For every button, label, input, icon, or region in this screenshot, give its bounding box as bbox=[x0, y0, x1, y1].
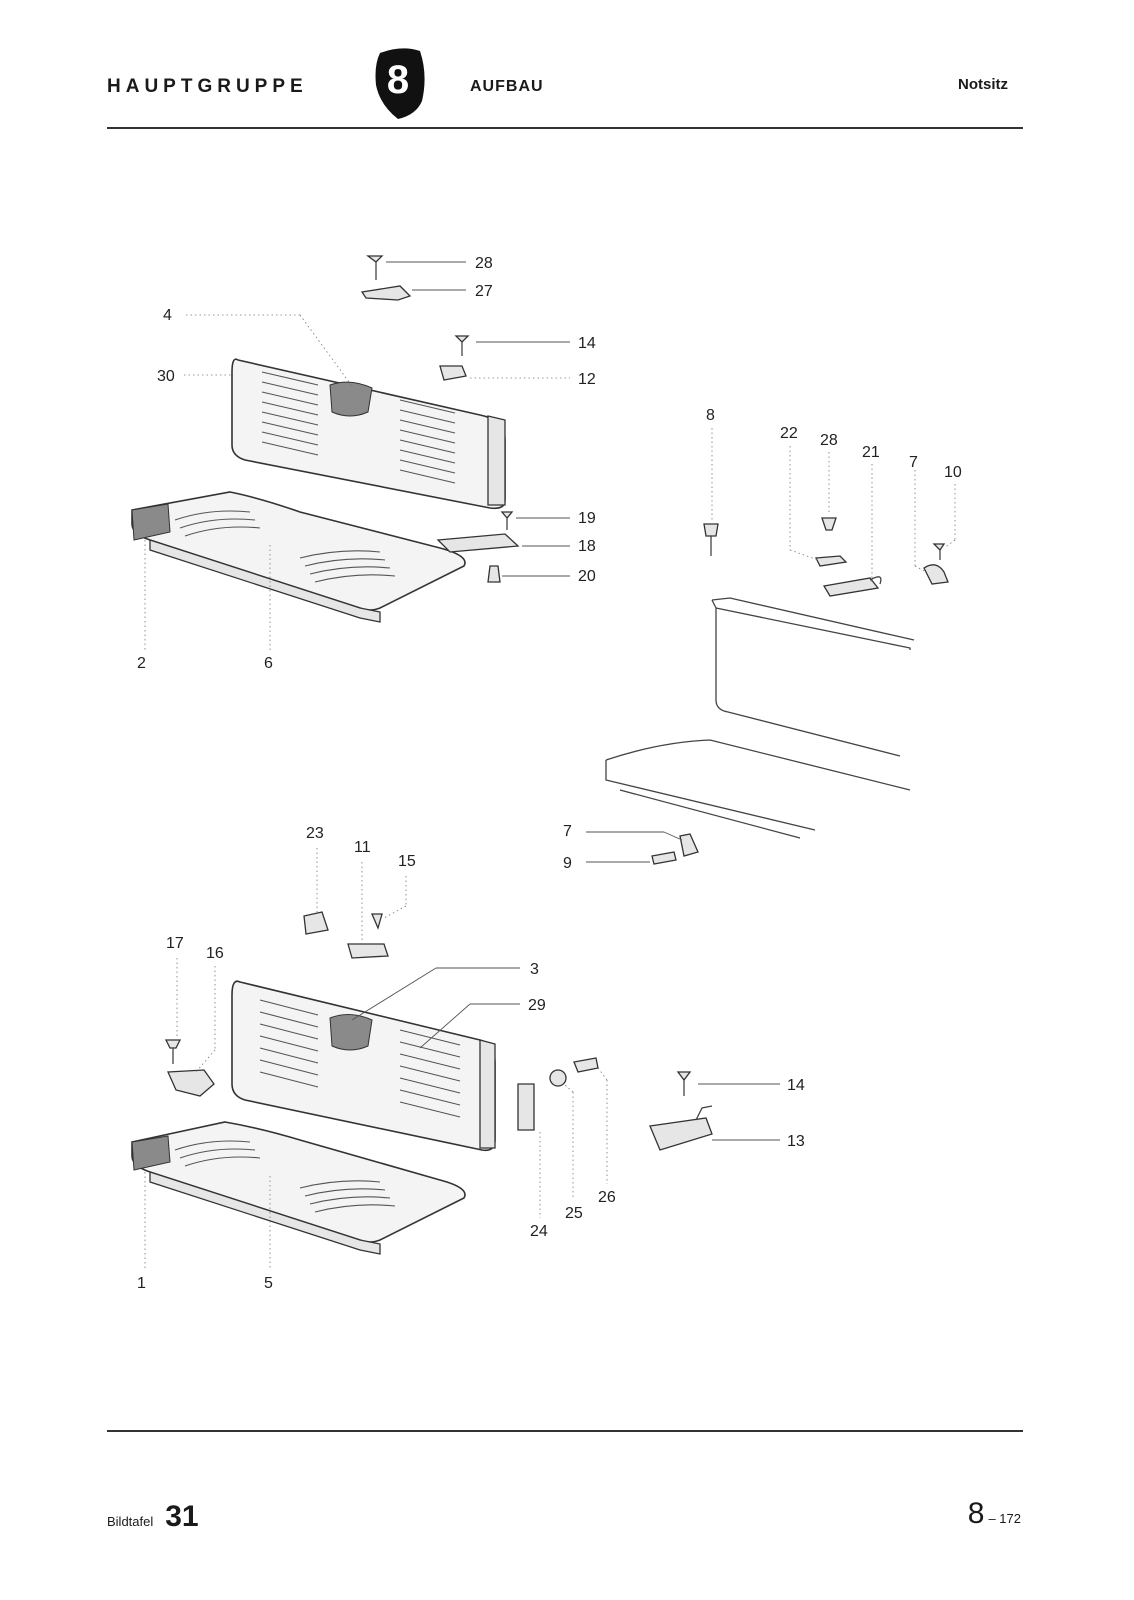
washer-22 bbox=[814, 555, 848, 567]
callout-17: 17 bbox=[166, 935, 184, 952]
lower-seat-cushion bbox=[131, 1121, 466, 1255]
lower-seat-back bbox=[231, 980, 496, 1152]
callout-7-upper: 7 bbox=[909, 454, 918, 471]
callout-12: 12 bbox=[578, 371, 596, 388]
hook-7-lower bbox=[679, 833, 699, 857]
washer-25 bbox=[549, 1069, 567, 1087]
screw-19-head bbox=[500, 511, 514, 520]
screw-14b-head bbox=[676, 1071, 692, 1082]
callout-2: 2 bbox=[137, 655, 146, 672]
subject-title: Notsitz bbox=[958, 76, 1008, 93]
hinge-plate-24 bbox=[517, 1083, 535, 1131]
bolt-26 bbox=[573, 1057, 599, 1073]
bracket-27 bbox=[360, 285, 412, 301]
screw-10-head bbox=[932, 543, 946, 552]
callout-27: 27 bbox=[475, 283, 493, 300]
latch-21-spring bbox=[869, 576, 882, 585]
screw-28b bbox=[821, 517, 837, 531]
callout-14b: 14 bbox=[787, 1077, 805, 1094]
callout-8: 8 bbox=[706, 407, 715, 424]
group-badge-icon bbox=[375, 48, 425, 119]
section-title: AUFBAU bbox=[470, 78, 544, 95]
upper-cushion-foam bbox=[131, 503, 171, 541]
callout-26: 26 bbox=[598, 1189, 616, 1206]
bracket-16 bbox=[167, 1069, 215, 1097]
latch-21 bbox=[822, 577, 880, 597]
page-header: HAUPTGRUPPE 8 AUFBAU Notsitz bbox=[0, 0, 1134, 140]
group-label: HAUPTGRUPPE bbox=[107, 76, 308, 97]
lower-cushion-foam bbox=[131, 1135, 171, 1171]
callout-23: 23 bbox=[306, 825, 324, 842]
screw-28-head bbox=[366, 255, 384, 263]
footer-page: 8– 172 bbox=[968, 1497, 1021, 1531]
callout-14: 14 bbox=[578, 335, 596, 352]
plate-number: 31 bbox=[165, 1500, 199, 1533]
bolt-8-head bbox=[703, 523, 719, 537]
callout-10: 10 bbox=[944, 464, 962, 481]
footer-plate: Bildtafel 31 bbox=[107, 1500, 199, 1534]
hook-7-upper bbox=[923, 564, 949, 585]
callout-15: 15 bbox=[398, 853, 416, 870]
callout-28b: 28 bbox=[820, 432, 838, 449]
callout-28: 28 bbox=[475, 255, 493, 272]
callout-13: 13 bbox=[787, 1133, 805, 1150]
catch-23 bbox=[303, 911, 329, 935]
callout-29: 29 bbox=[528, 997, 546, 1014]
callout-9: 9 bbox=[563, 855, 572, 872]
callout-19: 19 bbox=[578, 510, 596, 527]
page-group: 8 bbox=[967, 1497, 985, 1530]
installed-seat-outline bbox=[605, 597, 915, 839]
callout-4: 4 bbox=[163, 307, 172, 324]
callout-11: 11 bbox=[354, 839, 371, 856]
upper-foam-cutaway bbox=[329, 381, 373, 417]
callout-3: 3 bbox=[530, 961, 539, 978]
callout-22: 22 bbox=[780, 425, 798, 442]
catch-12 bbox=[439, 365, 467, 381]
callout-5: 5 bbox=[264, 1275, 273, 1292]
upper-seat-cushion bbox=[131, 491, 466, 623]
callout-25: 25 bbox=[565, 1205, 583, 1222]
header-rule bbox=[107, 127, 1023, 129]
callout-20: 20 bbox=[578, 568, 596, 585]
footer-rule bbox=[107, 1430, 1023, 1432]
latch-plate-13 bbox=[649, 1117, 713, 1151]
screw-20 bbox=[487, 565, 501, 583]
callout-1: 1 bbox=[137, 1275, 146, 1292]
hinge-11 bbox=[347, 943, 389, 959]
callout-7-lower: 7 bbox=[563, 823, 572, 840]
callout-16: 16 bbox=[206, 945, 224, 962]
callout-24: 24 bbox=[530, 1223, 548, 1240]
leader-lines bbox=[144, 261, 956, 1270]
plate-18 bbox=[436, 533, 520, 553]
callout-30: 30 bbox=[157, 368, 175, 385]
callout-labels: 28 27 4 14 30 12 8 22 28 21 7 10 19 18 2… bbox=[137, 255, 962, 1292]
screw-17-head bbox=[164, 1039, 182, 1049]
callout-21: 21 bbox=[862, 444, 880, 461]
screw-9 bbox=[651, 851, 677, 865]
latch-13-arm bbox=[695, 1105, 713, 1121]
callout-18: 18 bbox=[578, 538, 596, 555]
screw-14-head bbox=[454, 335, 470, 343]
group-number: 8 bbox=[386, 58, 410, 102]
callout-6: 6 bbox=[264, 655, 273, 672]
screw-15 bbox=[371, 913, 383, 930]
plate-label: Bildtafel bbox=[107, 1514, 154, 1529]
page-number: – 172 bbox=[988, 1511, 1021, 1526]
lower-foam-cutaway bbox=[329, 1014, 373, 1051]
upper-seat-back bbox=[231, 358, 506, 510]
